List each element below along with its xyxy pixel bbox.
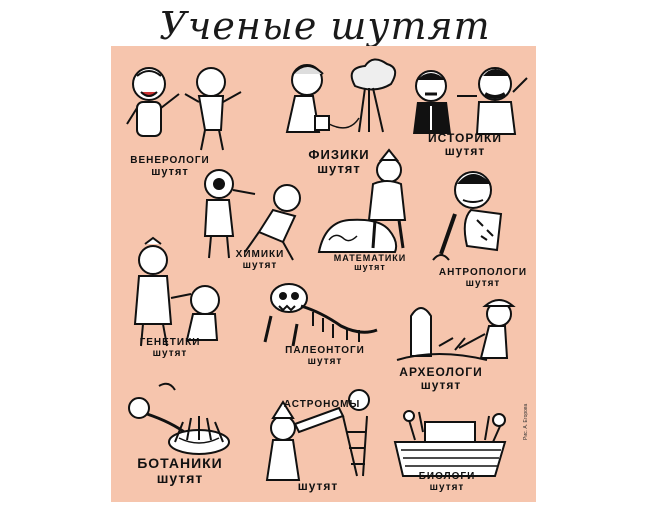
paleontologists-drawing <box>263 283 378 347</box>
anthropologists-drawing <box>432 171 503 261</box>
biologists-drawing <box>393 410 507 477</box>
historians-drawing <box>413 67 528 135</box>
caption-astronomers: АСТРОНОМЫ <box>283 399 361 410</box>
page-title: Ученые шутят <box>159 4 491 48</box>
botanists-drawing <box>128 382 230 455</box>
caption-astronomers-joke: шутят <box>297 479 339 493</box>
archaeologists-drawing <box>396 299 516 361</box>
geneticists-drawing <box>133 236 220 347</box>
artist-credit: Рис. А. Егорова <box>523 403 529 440</box>
venereologists-drawing <box>126 67 242 151</box>
chemists-drawing <box>203 169 301 261</box>
physicists-drawing <box>285 58 397 133</box>
cartoon-astronomers: АСТРОНОМЫ шутят <box>259 376 389 502</box>
astronomers-drawing <box>265 389 370 481</box>
mathematicians-drawing <box>317 148 407 253</box>
